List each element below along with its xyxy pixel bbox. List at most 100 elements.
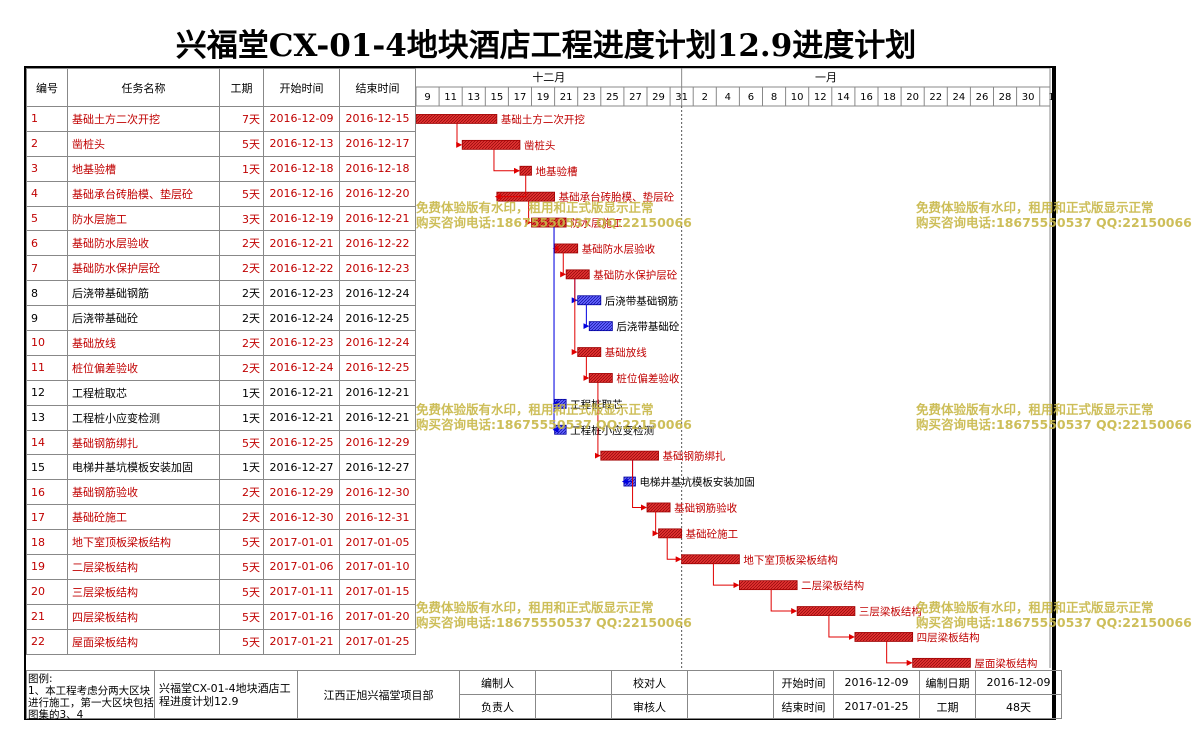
day-tick-label: 11 <box>444 92 457 103</box>
task-id: 16 <box>26 479 68 506</box>
col-header-end[interactable]: 结束时间 <box>339 68 416 107</box>
day-tick-label: 23 <box>583 92 596 103</box>
task-id: 7 <box>26 255 68 282</box>
watermark-line2: 购买咨询电话:18675550537 QQ:22150066 <box>416 215 692 230</box>
task-duration: 2天 <box>219 330 264 356</box>
gantt-bar-label: 防水层施工 <box>570 217 623 230</box>
task-duration: 2天 <box>219 354 264 381</box>
gantt-bar-label: 基础钢筋验收 <box>674 501 737 514</box>
task-id: 12 <box>26 379 68 406</box>
task-id: 20 <box>26 578 68 605</box>
task-start: 2017-01-21 <box>263 628 340 655</box>
gantt-bar-label: 工程桩小应变检测 <box>570 424 654 437</box>
task-name: 后浇带基础钢筋 <box>67 280 220 307</box>
gantt-bar <box>588 321 613 332</box>
task-name: 地下室顶板梁板结构 <box>67 529 220 556</box>
gantt-bar-label: 桩位偏差验收 <box>616 372 679 385</box>
task-end: 2016-12-24 <box>339 330 416 356</box>
task-start: 2016-12-23 <box>263 330 340 356</box>
gantt-bar-label: 基础钢筋绑扎 <box>663 450 726 463</box>
task-name: 工程桩取芯 <box>67 379 220 406</box>
watermark: 免费体验版有水印，租用和正式版显示正常购买咨询电话:18675550537 QQ… <box>416 600 692 630</box>
task-duration: 5天 <box>219 578 264 605</box>
watermark-line1: 免费体验版有水印，租用和正式版显示正常 <box>916 200 1154 215</box>
task-name: 后浇带基础砼 <box>67 305 220 332</box>
gantt-bar-label: 基础防水层验收 <box>582 242 656 255</box>
footer-responsible-value[interactable] <box>535 694 612 719</box>
footer-end-label: 结束时间 <box>773 694 834 719</box>
task-name: 基础土方二次开挖 <box>67 106 220 132</box>
dependency-link <box>571 278 578 356</box>
day-tick-label: 31 <box>675 92 688 103</box>
task-duration: 2天 <box>219 305 264 332</box>
col-header-duration[interactable]: 工期 <box>219 68 264 107</box>
task-end: 2017-01-15 <box>339 578 416 605</box>
task-name: 工程桩小应变检测 <box>67 404 220 431</box>
task-end: 2016-12-22 <box>339 230 416 257</box>
col-header-name[interactable]: 任务名称 <box>67 68 220 107</box>
dependency-link <box>583 304 590 330</box>
task-name: 三层梁板结构 <box>67 578 220 605</box>
footer-prepared-label: 编制人 <box>459 670 536 695</box>
col-header-id[interactable]: 编号 <box>26 68 68 107</box>
table-header: 编号 任务名称 工期 开始时间 结束时间 <box>26 68 416 107</box>
day-tick-label: 25 <box>606 92 619 103</box>
watermark: 免费体验版有水印，租用和正式版显示正常购买咨询电话:18675550537 QQ… <box>916 402 1192 432</box>
footer-prepared-value[interactable] <box>535 670 612 695</box>
gantt-bar <box>854 632 914 642</box>
task-start: 2016-12-21 <box>263 230 340 257</box>
task-id: 6 <box>26 230 68 257</box>
footer-checked-label: 校对人 <box>611 670 688 695</box>
footer-reviewed-label: 审核人 <box>611 694 688 719</box>
dependency-link <box>525 201 532 226</box>
watermark-line1: 免费体验版有水印，租用和正式版显示正常 <box>416 402 654 417</box>
footer-reviewed-value[interactable] <box>687 694 774 719</box>
gantt-bar <box>658 528 683 539</box>
dependency-link <box>632 460 647 511</box>
gantt-bar <box>461 139 521 150</box>
legend: 图例: 1、本工程考虑分两大区块进行施工，第一大区块包括图集的3、4 <box>28 673 154 719</box>
task-name: 基础砼施工 <box>67 504 220 531</box>
gantt-bar-label: 地基验槽 <box>536 165 578 178</box>
task-start: 2016-12-18 <box>263 155 340 182</box>
task-start: 2017-01-01 <box>263 529 340 556</box>
task-id: 22 <box>26 628 68 655</box>
task-end: 2016-12-20 <box>339 180 416 207</box>
task-end: 2016-12-18 <box>339 155 416 182</box>
footer-checked-value[interactable] <box>687 670 774 695</box>
task-id: 14 <box>26 429 68 456</box>
task-start: 2016-12-21 <box>263 404 340 431</box>
day-tick-label: 17 <box>514 92 527 103</box>
gantt-bar <box>600 450 659 461</box>
col-header-start[interactable]: 开始时间 <box>263 68 340 107</box>
task-duration: 2天 <box>219 230 264 257</box>
day-tick-label: 2 <box>702 92 708 103</box>
task-duration: 5天 <box>219 628 264 655</box>
task-name: 基础承台砖胎模、垫层砼 <box>67 180 220 207</box>
task-duration: 1天 <box>219 454 264 481</box>
dependency-link <box>770 589 798 615</box>
gantt-bar-label: 电梯井基坑模板安装加固 <box>639 476 755 489</box>
